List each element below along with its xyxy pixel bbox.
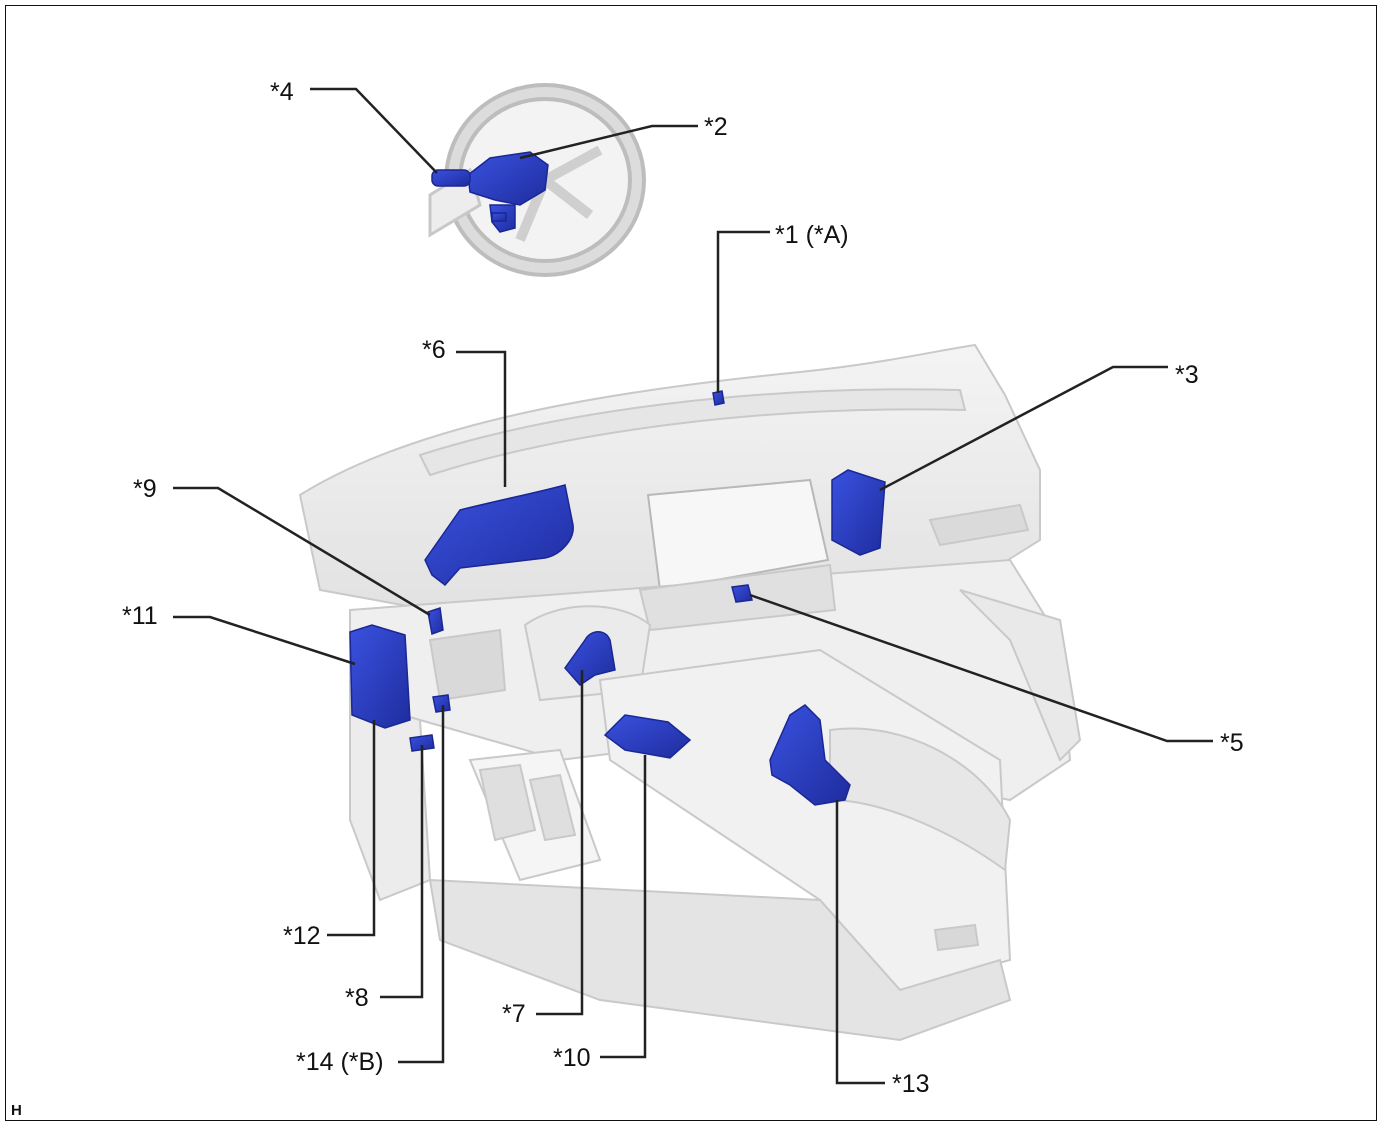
- leader-line-10: [600, 755, 647, 1059]
- leader-lines: [173, 87, 1213, 1085]
- callout-6: *6: [422, 336, 446, 364]
- component-9-sensor: [427, 607, 444, 636]
- component-8-connector: [409, 734, 435, 752]
- component-3-ecu: [831, 469, 886, 556]
- callout-13: *13: [892, 1070, 930, 1098]
- callout-4: *4: [270, 78, 294, 106]
- component-5-switch: [731, 584, 753, 603]
- component-14-connector: [432, 694, 451, 713]
- leader-line-14: [398, 705, 445, 1064]
- leader-line-2: [519, 124, 698, 160]
- callout-9: *9: [133, 475, 157, 503]
- leader-line-9: [173, 486, 431, 617]
- component-6-meter: [424, 484, 574, 587]
- component-11-12-ecu: [349, 624, 411, 729]
- view-code: H: [11, 1102, 22, 1119]
- callout-11: *11: [122, 602, 158, 630]
- leader-line-7: [536, 670, 584, 1016]
- leader-line-8: [380, 745, 424, 999]
- callout-1: *1 (*A): [775, 221, 849, 249]
- leader-line-4: [310, 87, 438, 174]
- leader-line-3: [879, 365, 1168, 492]
- leader-line-12: [327, 720, 376, 937]
- callout-5: *5: [1220, 729, 1244, 757]
- callout-10: *10: [553, 1044, 591, 1072]
- instrument-panel-illustration: [298, 343, 1082, 1042]
- callout-2: *2: [704, 113, 728, 141]
- component-10-airbag-sensor: [603, 714, 692, 759]
- callout-12: *12: [283, 922, 321, 950]
- leader-line-1: [716, 230, 770, 393]
- callout-14: *14 (*B): [296, 1048, 384, 1076]
- leader-line-6: [456, 350, 507, 487]
- combination-switch-component: [431, 151, 549, 233]
- callout-7: *7: [502, 1000, 526, 1028]
- callout-8: *8: [345, 984, 369, 1012]
- leader-line-11: [173, 615, 356, 666]
- component-13-shift-assembly: [769, 704, 851, 806]
- component-7-spiral-cable: [564, 631, 616, 686]
- leader-line-5: [749, 593, 1213, 743]
- component-1-sensor: [712, 390, 725, 406]
- callout-3: *3: [1175, 361, 1199, 389]
- leader-line-13: [835, 800, 885, 1085]
